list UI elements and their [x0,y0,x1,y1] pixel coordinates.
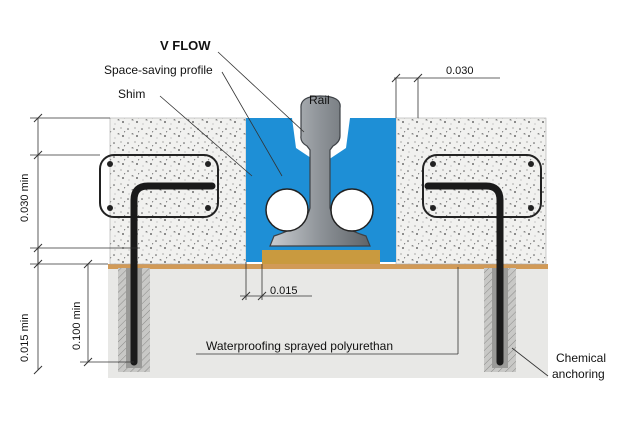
anchor-bar-right [424,182,504,366]
dim-0030-min: 0.030 min [19,174,31,222]
rebar-dot [430,205,436,211]
concrete-block-left [109,117,247,265]
space-saving-profile-label: Space-saving profile [104,63,213,77]
waterproofing-layer [108,264,548,269]
waterproofing-label: Waterproofing sprayed polyurethan [206,339,393,353]
concrete-block-right [395,117,547,265]
rebar-stirrup-left [99,154,219,218]
rebar-dot [528,161,534,167]
chemical-anchoring-label-2: anchoring [552,367,605,381]
rebar-dot [430,161,436,167]
tube-right [330,188,374,232]
rebar-dot [205,205,211,211]
title-label: V FLOW [160,38,211,53]
chemical-anchoring-label-1: Chemical [556,351,606,365]
rail-label: Rail [309,93,330,107]
tube-left [265,188,309,232]
dim-0100-min: 0.100 min [71,302,83,350]
anchor-bar-left [130,182,216,366]
shim-label: Shim [118,87,145,101]
rebar-stirrup-right [422,154,542,218]
rebar-dot [528,205,534,211]
ground-base [108,268,548,378]
rebar-dot [107,205,113,211]
rebar-dot [107,161,113,167]
rail-base-pad [262,250,380,264]
rebar-dot [205,161,211,167]
dim-0015-min: 0.015 min [19,314,31,362]
dim-top-right: 0.030 [446,65,474,77]
dim-bottom-gap: 0.015 [270,285,298,297]
